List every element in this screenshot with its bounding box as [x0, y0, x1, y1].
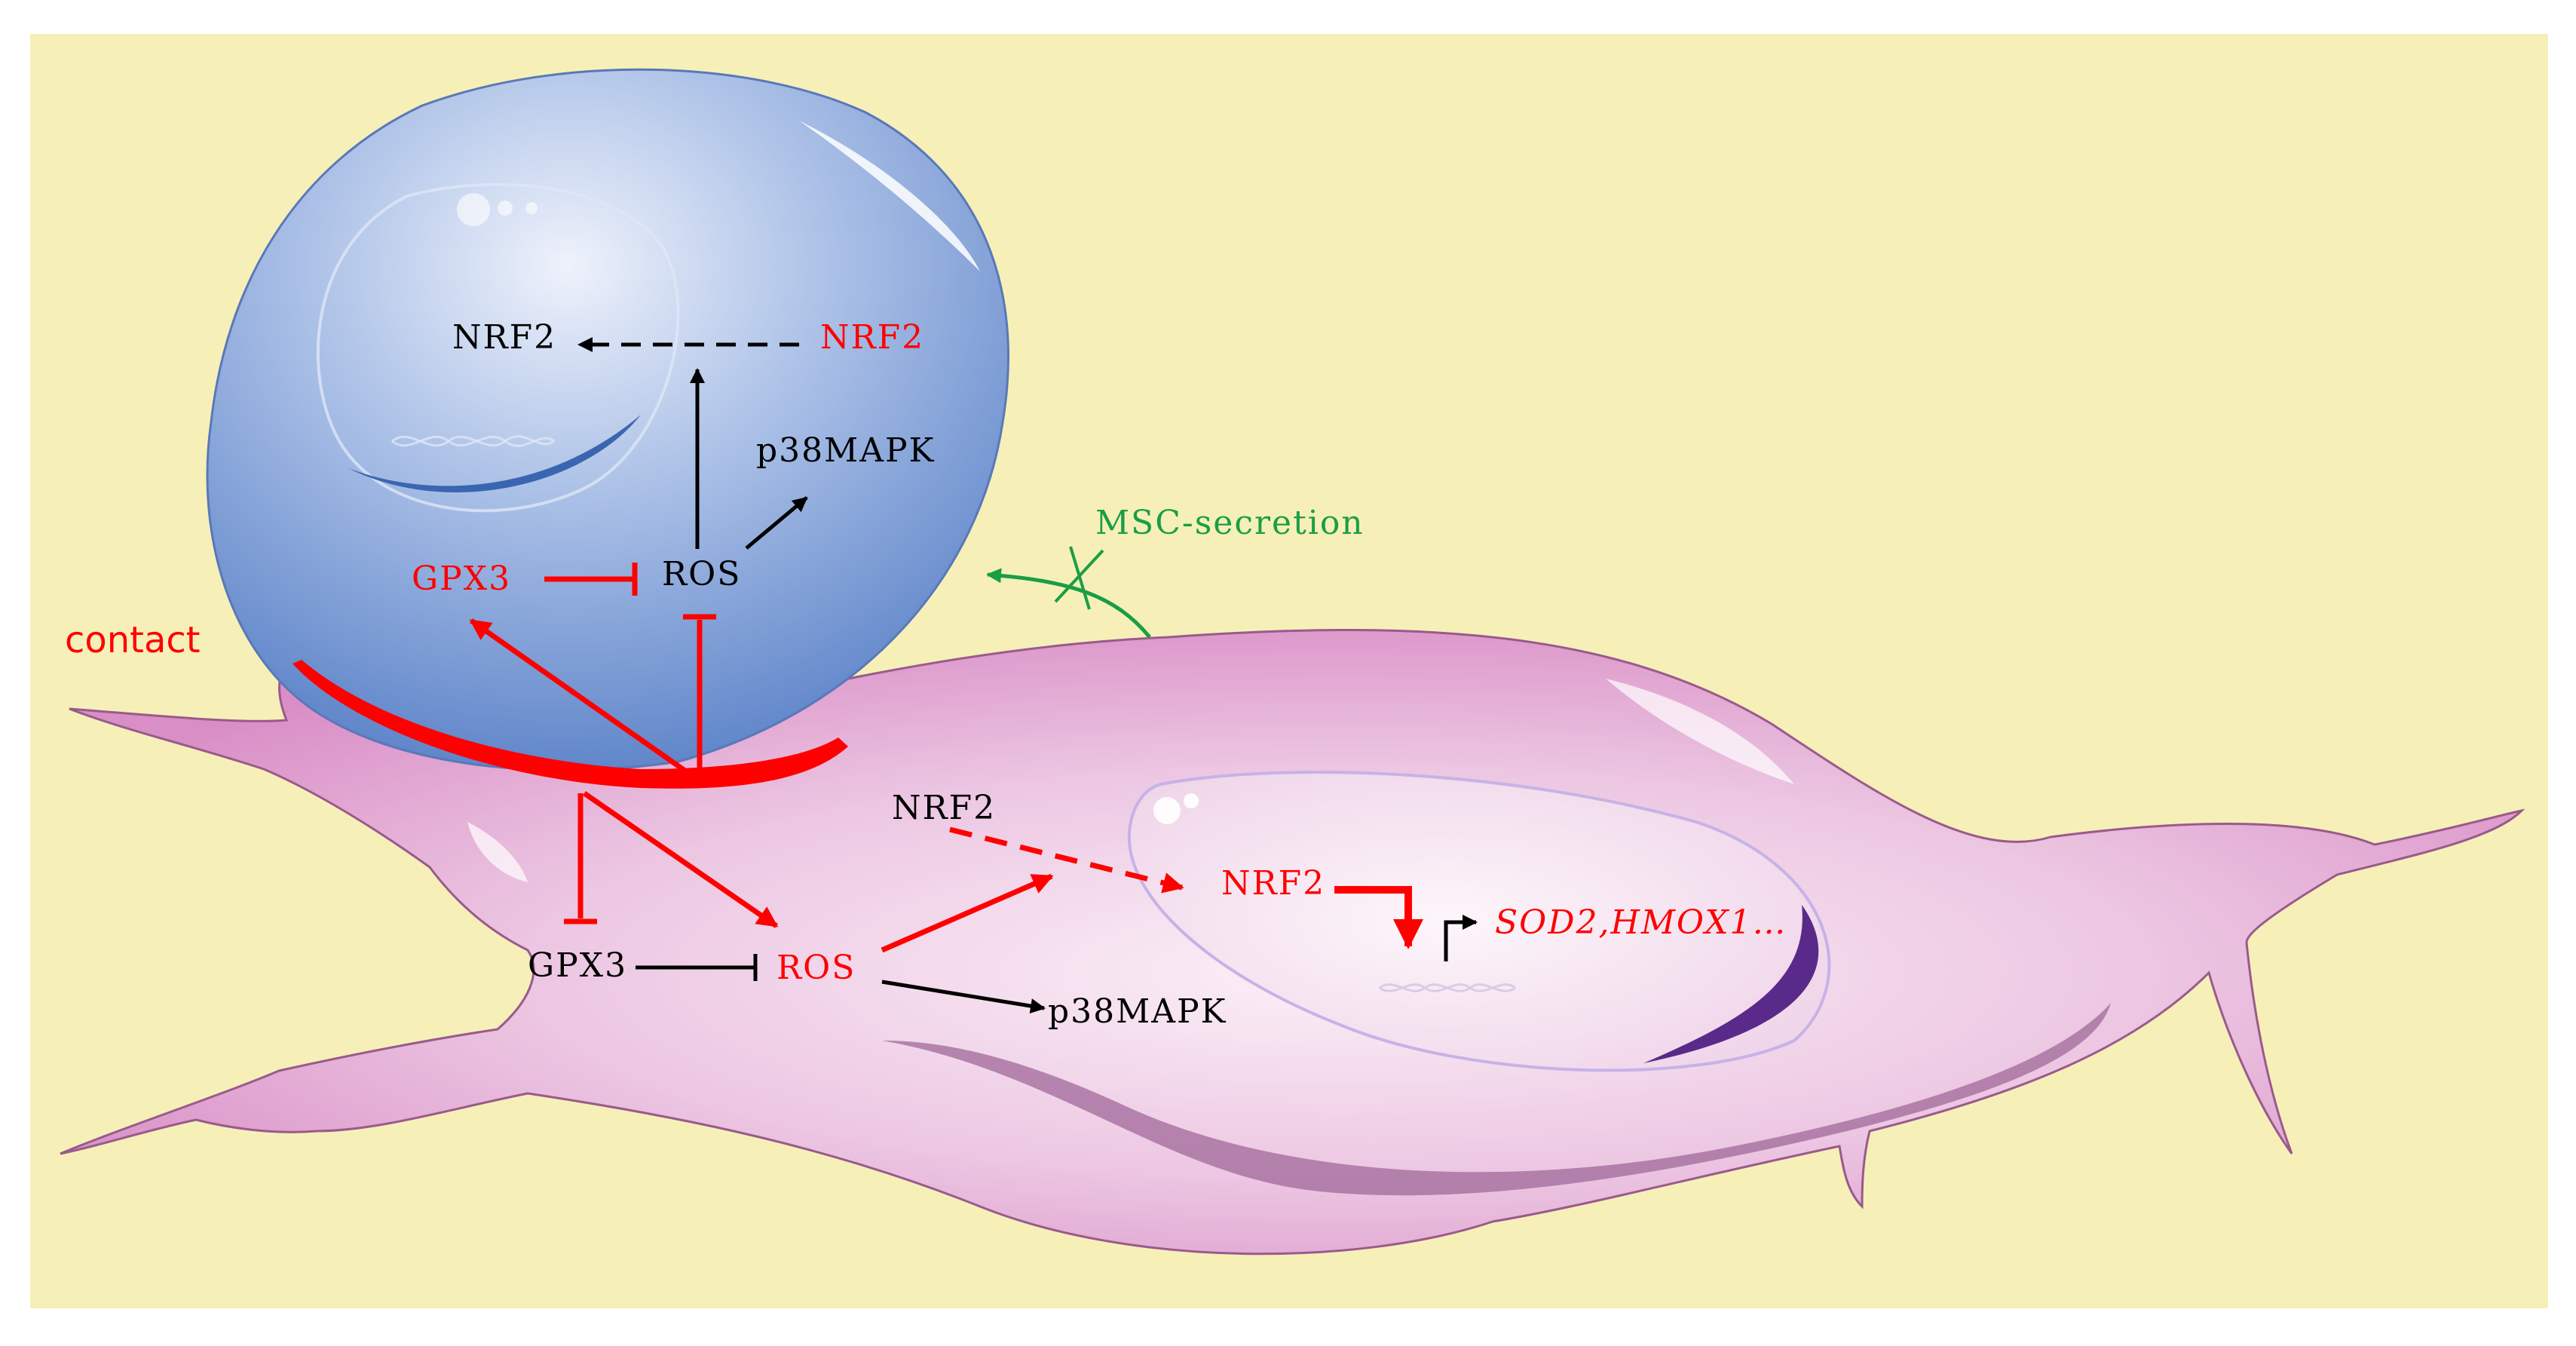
msc-secretion-label: MSC-secretion	[1095, 504, 1365, 542]
target-nucleolus-1	[1153, 797, 1181, 824]
target-cell-highlight-left	[467, 822, 528, 882]
msc-nucleolus-1	[457, 193, 490, 226]
arrow-cell-ros-nrf2	[881, 873, 1054, 953]
arrow-cell-ros-p38	[881, 980, 1046, 1013]
msc-p38mapk-label: p38MAPK	[756, 431, 935, 470]
contact-label: contact	[65, 619, 201, 661]
target-nucleolus-2	[1184, 793, 1199, 808]
msc-nucleolus-2	[498, 201, 513, 216]
arrow-cell-nrf2-translocation	[949, 826, 1184, 894]
secretion-block-icon-2	[1069, 546, 1091, 610]
cell-nrf2-nuclear-label: NRF2	[1221, 864, 1325, 903]
cell-p38mapk-label: p38MAPK	[1048, 992, 1227, 1031]
target-genes-label: SOD2,HMOX1…	[1495, 903, 1787, 942]
cell-gpx3-label: GPX3	[528, 946, 627, 985]
contact-zone	[293, 660, 848, 789]
arrow-contact-cell-ros	[583, 791, 779, 928]
msc-ros-label: ROS	[662, 555, 741, 593]
target-nucleus-envelope	[1643, 905, 1819, 1063]
msc-nucleolus-3	[525, 202, 538, 214]
arrow-contact-msc-gpx3	[469, 618, 696, 779]
arrow-nrf2-to-genes	[1334, 886, 1423, 949]
target-dna-icon-2	[1379, 983, 1516, 992]
msc-nrf2-nuclear-label: NRF2	[452, 318, 556, 357]
msc-nucleus	[316, 182, 680, 513]
msc-cell	[206, 68, 1009, 771]
cell-ros-label: ROS	[776, 949, 856, 987]
arrow-msc-ros-to-p38	[745, 496, 808, 550]
msc-dna-icon-2	[391, 435, 555, 447]
secretion-arrow	[986, 568, 1151, 639]
msc-nrf2-cytoplasmic-label: NRF2	[820, 318, 924, 357]
cell-nrf2-cytoplasmic-label: NRF2	[892, 789, 996, 827]
target-nucleus	[1127, 771, 1831, 1072]
transcription-start-icon	[1444, 915, 1478, 961]
target-cell-lower-shade	[882, 1003, 2111, 1196]
msc-gpx3-label: GPX3	[412, 560, 511, 598]
target-cell-highlight	[1606, 679, 1794, 784]
